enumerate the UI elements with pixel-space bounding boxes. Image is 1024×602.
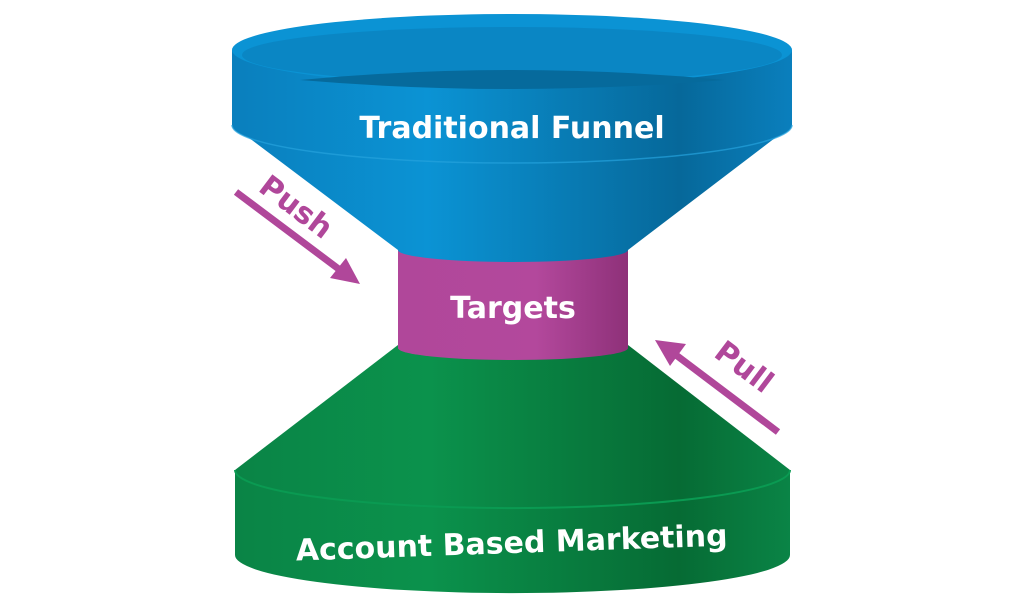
targets-label: Targets [450,291,576,326]
arrowhead-icon [655,340,686,366]
targets-cylinder [398,248,628,360]
push-arrow [233,189,360,284]
pull-arrow [655,340,781,435]
arrowhead-icon [330,258,360,284]
traditional-funnel [231,14,793,262]
traditional-funnel-label: Traditional Funnel [359,111,664,146]
abm-base [234,345,791,594]
